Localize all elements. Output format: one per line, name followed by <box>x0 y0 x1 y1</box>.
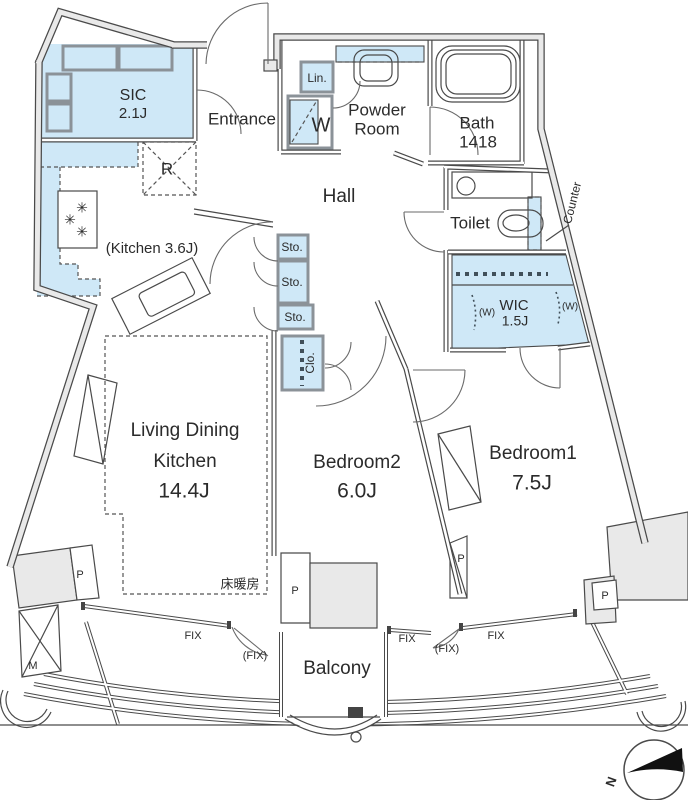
powder-sink <box>353 49 399 87</box>
pipe-shaft-label: P <box>601 590 608 602</box>
door-post <box>263 59 278 72</box>
storage-unit <box>276 303 315 331</box>
fix-label: FIX <box>398 633 416 645</box>
bath-label: Bath <box>460 113 495 132</box>
pillar-ldk <box>73 374 118 465</box>
kitchen-counter-left <box>38 167 60 248</box>
balcony-drain-icon <box>350 731 362 743</box>
toilet-hand-basin <box>456 176 476 196</box>
storage-doors <box>253 236 279 332</box>
floor-heating-label: 床暖房 <box>220 576 259 591</box>
burner-icon: ✳ <box>76 200 88 216</box>
sic-cabinet <box>45 72 73 103</box>
toilet-label: Toilet <box>450 213 490 232</box>
pipe-shaft-label: P <box>457 553 464 565</box>
wic-door <box>519 347 561 389</box>
doors <box>196 2 570 657</box>
bedroom2-label: Bedroom2 <box>313 452 401 473</box>
bathtub <box>435 45 521 103</box>
wic-w-label: (W) <box>479 308 495 319</box>
storage-unit <box>276 259 310 305</box>
north-compass-icon: N <box>602 739 685 800</box>
toilet-counter-strip <box>527 196 542 251</box>
kitchen-counter-bottom <box>37 248 100 296</box>
storage-unit <box>276 233 310 261</box>
bedroom1-label: Bedroom1 <box>489 443 577 464</box>
ldk-label2: Kitchen <box>153 451 216 472</box>
storage-label: Sto. <box>284 310 305 324</box>
toilet-door <box>403 211 445 253</box>
balcony-label: Balcony <box>303 658 371 679</box>
wic-size: 1.5J <box>502 313 528 329</box>
bath-size: 1418 <box>459 132 497 151</box>
sic-size: 2.1J <box>119 105 147 122</box>
closet-unit <box>280 334 325 392</box>
powder-room-label2: Room <box>354 119 399 138</box>
entrance-door <box>205 2 269 65</box>
storage-label: Sto. <box>281 275 302 289</box>
meter-box <box>18 604 62 678</box>
pipe-shaft-label: P <box>76 569 83 581</box>
storage-label: Sto. <box>281 240 302 254</box>
kitchen-label: (Kitchen 3.6J) <box>106 240 199 257</box>
counter-leader-line <box>545 224 570 242</box>
ldk-label: Living Dining <box>131 420 240 441</box>
sic-cabinet <box>45 102 73 133</box>
washer-space <box>286 94 334 150</box>
closet-label: Clo. <box>303 352 317 373</box>
fridge-label: R <box>161 159 173 178</box>
fix-paren-label: (FIX) <box>435 643 459 655</box>
exterior-walls <box>10 12 645 567</box>
fixtures: ✳ ✳ ✳ <box>45 44 561 511</box>
toilet-fixture <box>451 171 544 238</box>
bedroom2-door <box>315 335 387 407</box>
ldk-size: 14.4J <box>158 480 209 503</box>
balcony-bumpout <box>283 630 384 743</box>
bedroom1-size: 7.5J <box>512 472 552 495</box>
hall-label: Hall <box>323 186 356 207</box>
entrance-step <box>193 208 274 228</box>
structural-columns <box>11 511 688 629</box>
pipe-shaft-label: P <box>291 585 298 597</box>
entrance-label: Entrance <box>208 109 276 128</box>
sic-cabinet <box>61 44 119 72</box>
balcony-door-bedroom2 <box>432 628 460 649</box>
burner-icon: ✳ <box>64 212 76 228</box>
meter-box-label: M <box>28 660 37 672</box>
sic-label: SIC <box>120 87 147 104</box>
floor-heating-area <box>104 335 268 595</box>
bedroom2-size: 6.0J <box>337 480 377 503</box>
pillar-bedroom1 <box>437 425 482 511</box>
labels: SIC 2.1J Entrance Lin. W Powder Room Bat… <box>28 71 608 679</box>
balcony-door-ldk <box>231 626 269 657</box>
wic-w-label: (W) <box>562 302 578 313</box>
powder-door <box>332 80 361 109</box>
bedroom1-door <box>412 369 466 423</box>
burner-icon: ✳ <box>76 224 88 240</box>
fix-label: FIX <box>184 630 202 642</box>
powder-counter <box>335 45 425 63</box>
fix-paren-label: (FIX) <box>243 650 267 662</box>
bath-door <box>429 106 479 156</box>
sic-cabinet <box>117 44 174 72</box>
fridge-space <box>142 141 197 196</box>
fix-label: FIX <box>487 630 505 642</box>
counter-label: Counter <box>560 180 584 225</box>
kitchen-island <box>111 256 211 336</box>
closet-doors <box>324 341 352 391</box>
fix-windows <box>81 602 579 719</box>
wic-hanger-pipes <box>471 291 561 331</box>
linen-cabinet <box>299 60 335 94</box>
washer-label: W <box>312 114 331 136</box>
wic-label: WIC <box>499 297 528 314</box>
balcony-drain-box <box>348 707 363 718</box>
stove: ✳ ✳ ✳ <box>57 190 98 249</box>
north-label: N <box>602 775 619 789</box>
kitchen-counter-top <box>38 142 138 167</box>
linen-label: Lin. <box>307 71 326 85</box>
kitchen-door <box>209 221 273 285</box>
sic-door <box>196 89 242 135</box>
powder-room-label: Powder <box>348 100 406 119</box>
